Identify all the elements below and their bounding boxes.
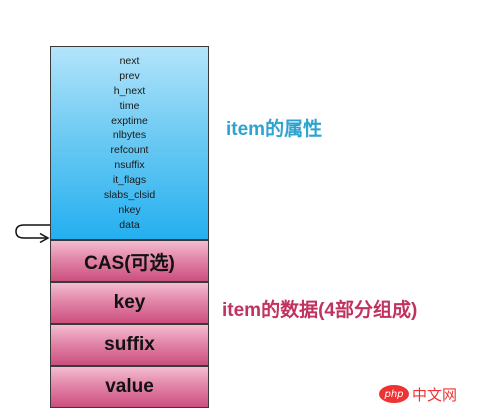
attr-next: next — [119, 55, 140, 67]
attr-prev: prev — [119, 69, 140, 82]
segment-cas: CAS(可选) — [50, 240, 209, 282]
arrow-line — [15, 224, 50, 239]
attr-data: data — [119, 218, 140, 231]
attr-time: time — [119, 99, 140, 112]
attr-slabs-clsid: slabs_clsid — [103, 189, 156, 202]
segment-suffix: suffix — [50, 324, 209, 366]
data-label: item的数据(4部分组成) — [222, 300, 418, 321]
attr-refcount: refcount — [110, 144, 149, 157]
attr-exptime: exptime — [111, 114, 148, 127]
attr-nlbytes: nlbytes — [112, 129, 147, 142]
arrow-head — [39, 232, 50, 244]
watermark: php 中文网 — [379, 383, 457, 405]
attributes-label: item的属性 — [226, 119, 323, 140]
segment-value: value — [50, 366, 209, 408]
watermark-text: 中文网 — [412, 385, 458, 404]
php-logo: php — [379, 385, 409, 403]
attr-it-flags: it_flags — [112, 174, 147, 187]
attribute-list: next prev h_next time exptime nlbytes re… — [51, 54, 208, 233]
segment-key: key — [50, 282, 209, 324]
item-attributes-block: next prev h_next time exptime nlbytes re… — [50, 46, 209, 240]
attr-h-next: h_next — [113, 84, 146, 97]
attr-nkey: nkey — [118, 203, 141, 216]
attr-nsuffix: nsuffix — [114, 159, 145, 172]
